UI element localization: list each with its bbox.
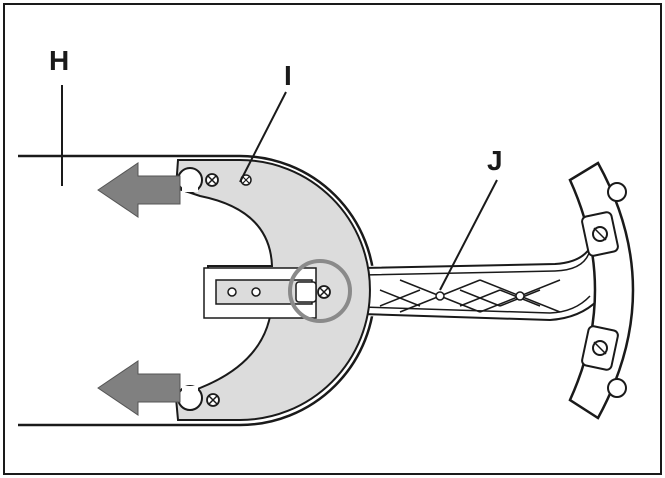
keyhole-slot-bottom [177,385,203,411]
label-j: J [487,145,503,176]
handle-bar [361,180,640,322]
screw-icon [205,173,219,187]
arrow-left-icon [97,162,181,218]
bracket-hole [607,182,627,202]
label-i: I [284,60,292,91]
arrow-left-icon [97,360,181,416]
lattice-node [515,291,525,301]
bracket-clamp [581,325,619,371]
keyhole-slot-top [177,167,203,193]
lattice-node [435,291,445,301]
bracket-clamp [581,211,619,257]
screw-icon [317,285,331,299]
leader-line-i [239,91,287,183]
handle-lattice [379,279,561,313]
end-bracket [568,161,635,420]
mounting-plate [174,159,371,421]
highlight-ring [288,259,352,323]
reference-line-h [18,85,240,427]
screw-icon [206,393,220,407]
bracket-hole [607,378,627,398]
leader-line-j [439,179,498,291]
label-h: H [49,45,69,76]
